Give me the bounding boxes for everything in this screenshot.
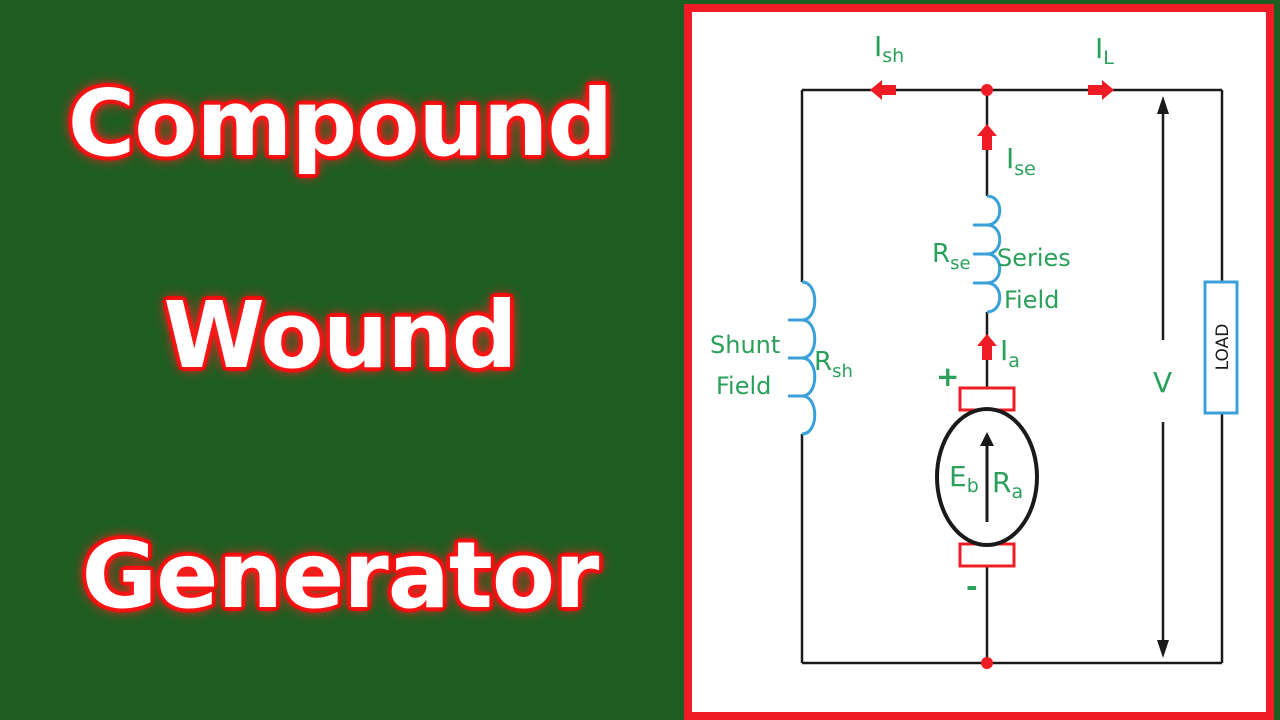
lower-brush — [958, 542, 1016, 568]
series-field-label-line1: Series — [997, 244, 1071, 272]
series-current-arrow — [977, 124, 997, 150]
shunt-field-label-line1: Shunt — [710, 331, 780, 359]
voltage-arrow-head-top — [1157, 96, 1169, 114]
plus-terminal-label: + — [936, 360, 959, 393]
junction-bottom — [981, 657, 993, 669]
upper-brush — [958, 386, 1016, 412]
load-label: LOAD — [1213, 324, 1233, 371]
voltage-arrow-head-bottom — [1157, 640, 1169, 658]
shunt-field-coil — [787, 280, 817, 436]
series-field-coil — [972, 194, 1002, 314]
load-box — [1203, 280, 1239, 415]
series-field-label-line2: Field — [1004, 286, 1059, 314]
series-resistance-label: Rse — [932, 239, 971, 274]
armature-current-arrow — [977, 334, 997, 360]
armature-resistance-label: Ra — [992, 466, 1023, 503]
series-current-label: Ise — [1006, 142, 1036, 180]
junction-top — [981, 84, 993, 96]
voltage-label: V — [1153, 366, 1172, 399]
title-line-3: Generator — [80, 522, 601, 629]
title-line-2: Wound — [162, 282, 519, 389]
shunt-current-label: Ish — [874, 30, 904, 67]
shunt-current-arrow — [870, 80, 896, 100]
armature-current-label: Ia — [1000, 334, 1020, 372]
back-emf-label: Eb — [949, 460, 979, 497]
minus-terminal-label: - — [966, 570, 978, 603]
title-line-1: Compound — [66, 70, 615, 177]
load-current-arrow — [1088, 80, 1114, 100]
circuit-diagram-panel — [684, 4, 1274, 720]
emf-arrow-head — [980, 432, 994, 446]
shunt-field-label-line2: Field — [716, 372, 771, 400]
shunt-resistance-label: Rsh — [814, 347, 853, 382]
load-current-label: IL — [1095, 32, 1114, 69]
